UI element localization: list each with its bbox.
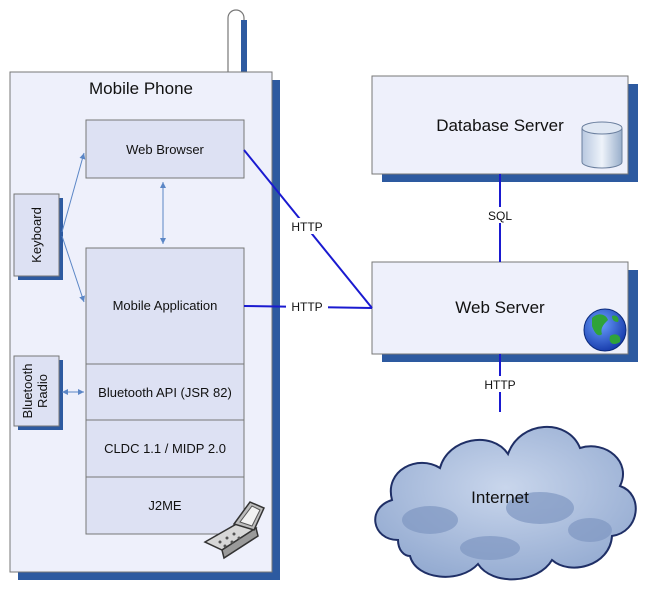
bluetooth-radio-label-line2: Radio bbox=[35, 374, 50, 408]
app-http-label: HTTP bbox=[291, 300, 322, 314]
bluetooth-api-label: Bluetooth API (JSR 82) bbox=[98, 385, 232, 400]
bluetooth-radio-box: Bluetooth Radio bbox=[13, 355, 63, 430]
internet-label: Internet bbox=[471, 488, 529, 507]
flip-phone-icon bbox=[203, 501, 265, 560]
mobile-phone-title: Mobile Phone bbox=[89, 79, 193, 98]
web-browser-label: Web Browser bbox=[126, 142, 204, 157]
connection-labels: HTTP HTTP SQL HTTP bbox=[286, 207, 522, 392]
internet-cloud: Internet bbox=[374, 425, 637, 581]
browser-http-label: HTTP bbox=[291, 220, 322, 234]
sql-label: SQL bbox=[488, 209, 512, 223]
phone-antenna bbox=[227, 9, 247, 81]
phone-internal-arrows bbox=[61, 152, 166, 395]
web-server-box: Web Server bbox=[371, 261, 638, 362]
database-server-box: Database Server bbox=[371, 75, 638, 182]
database-server-label: Database Server bbox=[436, 116, 564, 135]
keyboard-box: Keyboard bbox=[13, 193, 63, 280]
web-server-label: Web Server bbox=[455, 298, 545, 317]
cldc-midp-label: CLDC 1.1 / MIDP 2.0 bbox=[104, 441, 226, 456]
software-stack: Mobile Application Bluetooth API (JSR 82… bbox=[85, 247, 245, 535]
globe-icon bbox=[583, 308, 627, 352]
bluetooth-radio-label-line1: Bluetooth bbox=[20, 364, 35, 419]
web-browser-box: Web Browser bbox=[85, 119, 245, 179]
database-cylinder-icon bbox=[581, 121, 623, 169]
keyboard-label: Keyboard bbox=[29, 207, 44, 263]
mobile-application-label: Mobile Application bbox=[113, 298, 218, 313]
j2me-label: J2ME bbox=[148, 498, 182, 513]
internet-http-label: HTTP bbox=[484, 378, 515, 392]
